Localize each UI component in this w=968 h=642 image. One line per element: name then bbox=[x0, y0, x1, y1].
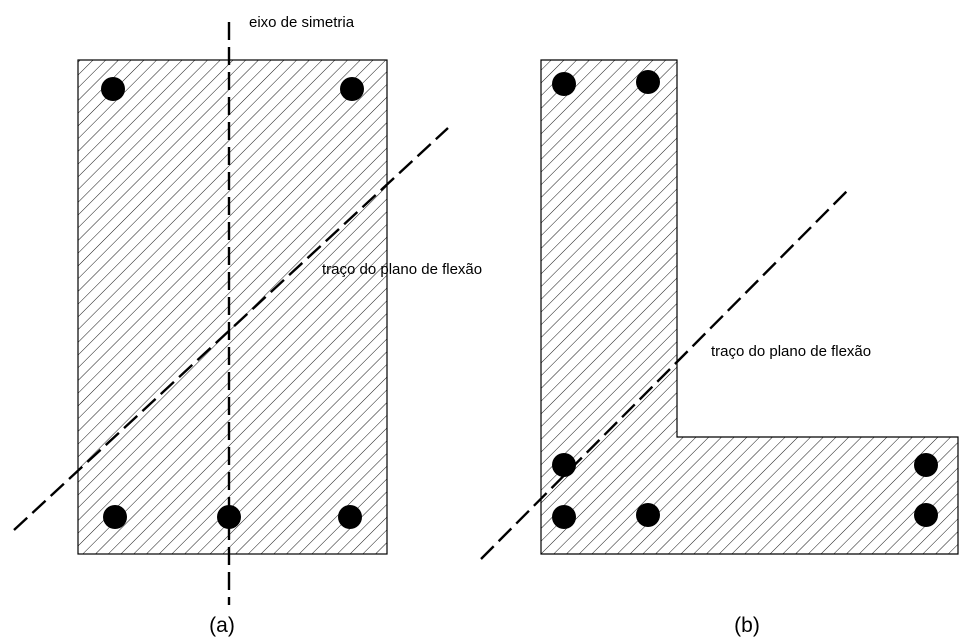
rebar-top-left bbox=[552, 72, 576, 96]
rebar-bottom-right bbox=[338, 505, 362, 529]
rebar-top-left bbox=[101, 77, 125, 101]
symmetry-axis-label: eixo de simetria bbox=[249, 14, 355, 31]
rebar-bottom-left bbox=[552, 505, 576, 529]
rebar-bottom-center bbox=[217, 505, 241, 529]
caption-a: (a) bbox=[209, 614, 235, 637]
bending-plane-trace-a bbox=[13, 127, 449, 531]
rebar-mid-left bbox=[552, 453, 576, 477]
bending-plane-label-a: traço do plano de flexão bbox=[322, 261, 482, 278]
figure-a: eixo de simetria traço do plano de flexã… bbox=[13, 14, 482, 637]
rebar-bottom-center bbox=[636, 503, 660, 527]
l-shaped-section bbox=[540, 59, 959, 555]
rebar-top-right bbox=[636, 70, 660, 94]
rebar-top-right bbox=[340, 77, 364, 101]
rebar-flange-top-right bbox=[914, 453, 938, 477]
rebar-bottom-left bbox=[103, 505, 127, 529]
caption-b: (b) bbox=[734, 614, 760, 637]
rebar-bottom-right bbox=[914, 503, 938, 527]
rectangular-section bbox=[77, 59, 388, 555]
bending-plane-label-b: traço do plano de flexão bbox=[711, 343, 871, 360]
figure-b: traço do plano de flexão (b) bbox=[480, 59, 959, 637]
bending-plane-trace-b bbox=[480, 189, 849, 560]
